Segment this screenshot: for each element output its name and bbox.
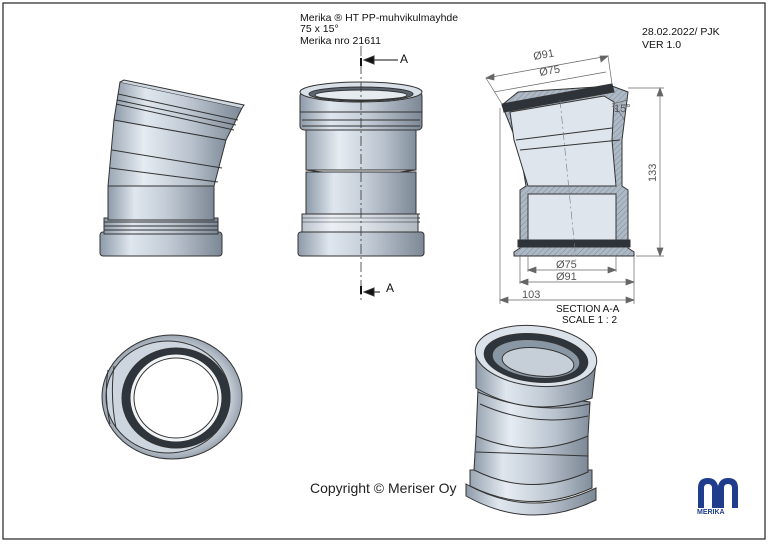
- dim-angle: 15°: [614, 103, 631, 115]
- copyright-text: Copyright © Meriser Oy: [310, 480, 457, 496]
- section-marker-top: A: [400, 52, 409, 66]
- section-caption: SECTION A-A: [556, 304, 620, 315]
- sheet-border: [2, 2, 766, 540]
- revision-version: VER 1.0: [642, 39, 682, 51]
- dim-outer-top: Ø91: [532, 48, 555, 63]
- title-line-2: 75 x 15°: [300, 23, 339, 35]
- logo-wordmark: MERIKA: [697, 509, 725, 516]
- merika-logo: [698, 478, 738, 508]
- title-line-3: Merika nro 21611: [300, 35, 381, 47]
- revision-date: 28.02.2022/ PJK: [642, 26, 720, 38]
- logo-mark-icon: [698, 478, 738, 508]
- end-view-ring: [101, 334, 243, 460]
- section-scale: SCALE 1 : 2: [562, 315, 618, 326]
- section-arrow-top-icon: [362, 55, 375, 65]
- section-arrow-bottom-icon: [362, 287, 375, 297]
- section-marker-bottom: A: [386, 281, 395, 295]
- dim-inner-bottom: Ø75: [556, 259, 577, 271]
- dim-outer-bottom: Ø91: [556, 271, 577, 283]
- dim-inner-top: Ø75: [538, 64, 561, 79]
- title-line-1: Merika ® HT PP-muhvikulmayhde: [300, 12, 459, 24]
- isometric-view: [465, 324, 598, 516]
- front-view: [297, 46, 425, 300]
- dim-height: 133: [647, 164, 659, 182]
- dim-width: 103: [522, 289, 540, 301]
- section-view: [501, 83, 635, 261]
- side-view-isometric: [99, 79, 245, 257]
- dimension-lines: [484, 55, 664, 304]
